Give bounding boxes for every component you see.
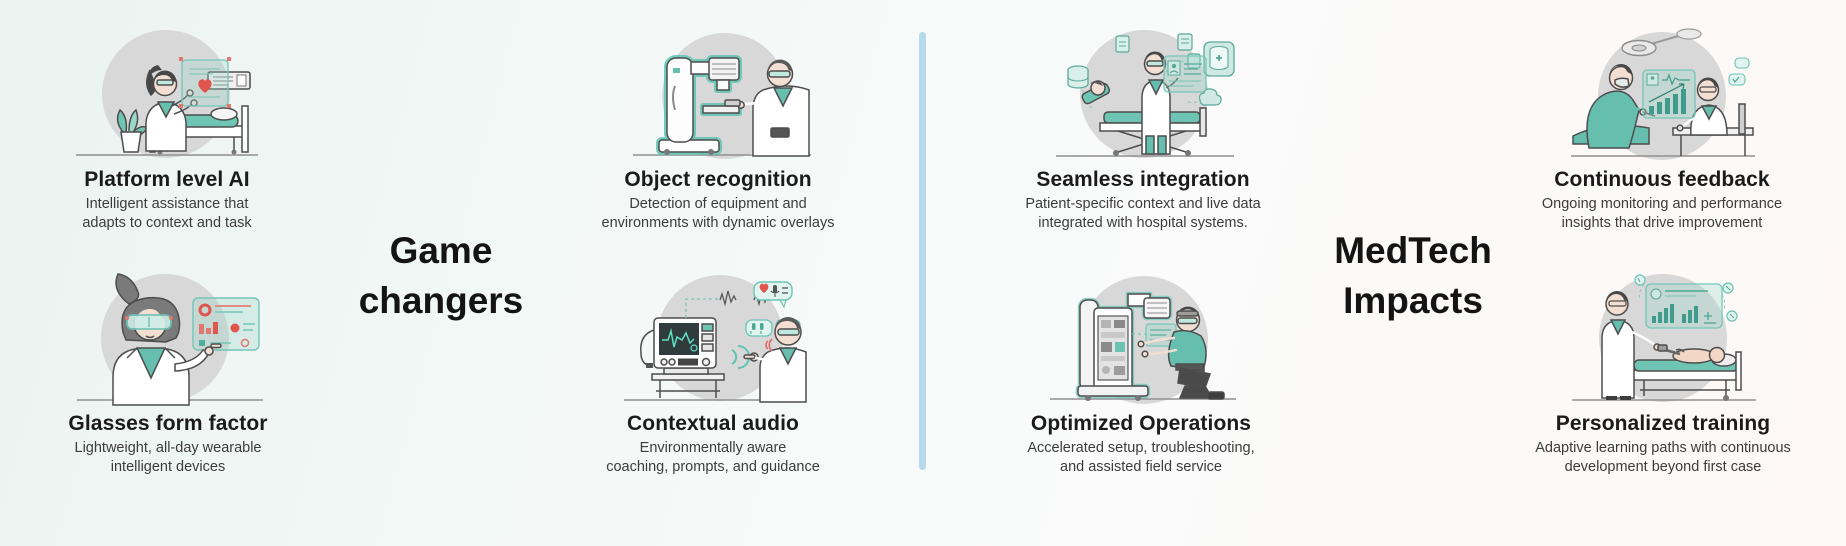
feature-title: Personalized training [1555,412,1771,435]
optimized-operations-illustration [981,260,1301,408]
feature-description: Adaptive learning paths with continuous … [1535,440,1791,476]
seamless-integration-illustration [983,16,1303,164]
feature-card-seamless-integration: Seamless integration Patient-specific co… [983,16,1303,233]
feature-title: Seamless integration [1036,168,1250,191]
infant-training-icon [1572,274,1756,402]
section-heading-game-changers: Game changers [358,230,524,321]
glasses-form-factor-illustration [8,260,328,408]
section-heading-medtech-impacts: MedTech Impacts [1334,230,1492,321]
platform-level-ai-illustration [7,16,327,164]
section-divider [919,32,926,470]
feature-card-continuous-feedback: Continuous feedback Ongoing monitoring a… [1502,16,1822,233]
field-service-icon [1050,276,1236,404]
continuous-feedback-illustration [1502,16,1822,164]
feature-description: Lightweight, all-day wearable intelligen… [74,440,262,476]
feature-description: Detection of equipment and environments … [601,196,835,232]
feature-title: Contextual audio [627,412,799,435]
feature-card-platform-level-ai: Platform level AI Intelligent assistance… [7,16,327,233]
personalized-training-illustration [1503,260,1823,408]
contextual-audio-illustration [553,260,873,408]
feature-card-object-recognition: Object recognition Detection of equipmen… [558,16,878,233]
object-recognition-illustration [558,16,878,164]
feature-title: Object recognition [624,168,812,191]
feature-description: Environmentally aware coaching, prompts,… [606,440,820,476]
feature-description: Patient-specific context and live data i… [1025,196,1261,232]
highlighted-machine-icon [633,33,811,159]
feature-title: Continuous feedback [1554,168,1770,191]
clinician-ar-heart-bed-icon [76,30,258,158]
feature-title: Platform level AI [84,168,250,191]
feature-description: Intelligent assistance that adapts to co… [82,196,252,232]
feature-card-contextual-audio: Contextual audio Environmentally aware c… [553,260,873,477]
feature-card-personalized-training: Personalized training Adaptive learning … [1503,260,1823,477]
monitor-audio-icon [624,275,807,403]
smart-glasses-woman-icon [77,273,263,406]
feature-card-optimized-operations: Optimized Operations Accelerated setup, … [981,260,1301,477]
surgery-review-icon [1571,28,1755,160]
bedside-data-icon [1056,30,1235,158]
feature-description: Accelerated setup, troubleshooting, and … [1027,440,1255,476]
feature-description: Ongoing monitoring and performance insig… [1541,196,1783,232]
feature-card-glasses-form-factor: Glasses form factor Lightweight, all-day… [8,260,328,477]
feature-title: Glasses form factor [68,412,268,435]
feature-title: Optimized Operations [1030,412,1252,435]
